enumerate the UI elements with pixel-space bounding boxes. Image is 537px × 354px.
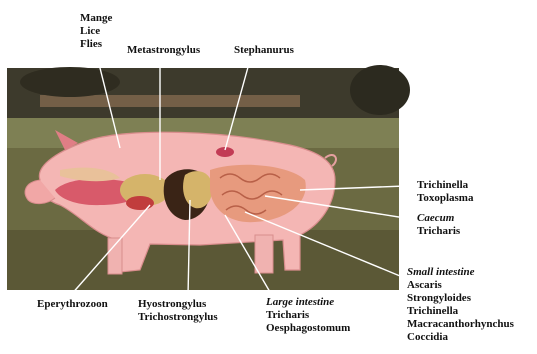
label-strongyloides: Strongyloides — [407, 292, 514, 305]
label-small-intestine: Small intestine — [407, 266, 514, 279]
label-small-intestine-group: Small intestine Ascaris Strongyloides Tr… — [407, 266, 514, 344]
label-large-intestine: Large intestine — [266, 296, 350, 309]
label-metastrongylus: Metastrongylus — [127, 44, 200, 57]
label-trichostrongylus: Trichostrongylus — [138, 311, 218, 324]
label-lice: Lice — [80, 25, 112, 38]
label-eperythrozoon: Eperythrozoon — [37, 298, 108, 311]
label-mange: Mange — [80, 12, 112, 25]
label-large-tricharis: Tricharis — [266, 309, 350, 322]
label-large-intestine-group: Large intestine Tricharis Oesphagostomum — [266, 296, 350, 335]
label-toxoplasma: Toxoplasma — [417, 192, 473, 205]
label-muscle-parasites: Trichinella Toxoplasma — [417, 179, 473, 205]
label-stephanurus: Stephanurus — [234, 44, 294, 57]
label-trichinella-si: Trichinella — [407, 305, 514, 318]
label-coccidia: Coccidia — [407, 331, 514, 344]
label-external-parasites: Mange Lice Flies — [80, 12, 112, 51]
label-ascaris: Ascaris — [407, 279, 514, 292]
label-caecum-group: Caecum Tricharis — [417, 212, 460, 238]
label-macracanthorhynchus: Macracanthorhynchus — [407, 318, 514, 331]
label-caecum: Caecum — [417, 212, 460, 225]
label-flies: Flies — [80, 38, 112, 51]
label-trichinella: Trichinella — [417, 179, 473, 192]
label-hyostrongylus: Hyostrongylus — [138, 298, 218, 311]
spleen-organ — [126, 196, 154, 210]
label-stomach-group: Hyostrongylus Trichostrongylus — [138, 298, 218, 324]
label-oesphagostomum: Oesphagostomum — [266, 322, 350, 335]
label-caecum-tricharis: Tricharis — [417, 225, 460, 238]
